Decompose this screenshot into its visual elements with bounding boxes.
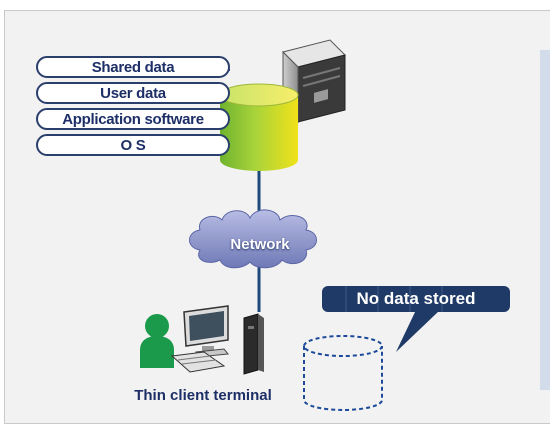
user-person-icon [140,314,174,368]
monitor-icon [183,305,229,358]
callout-bubble [322,286,510,352]
storage-cylinder-icon [219,83,299,171]
thin-client-icon [243,313,264,375]
keyboard-icon [170,351,226,373]
network-cloud-icon [189,209,317,269]
empty-storage-icon [303,335,383,411]
layer-os: O S [36,134,230,156]
callout-label: No data stored [356,289,476,308]
side-panel [540,50,550,390]
thin-client-label: Thin client terminal [134,387,272,404]
layer-user-data: User data [36,82,230,104]
layer-application-software: Application software [36,108,230,130]
network-label: Network [230,236,290,253]
layer-shared-data: Shared data [36,56,230,78]
